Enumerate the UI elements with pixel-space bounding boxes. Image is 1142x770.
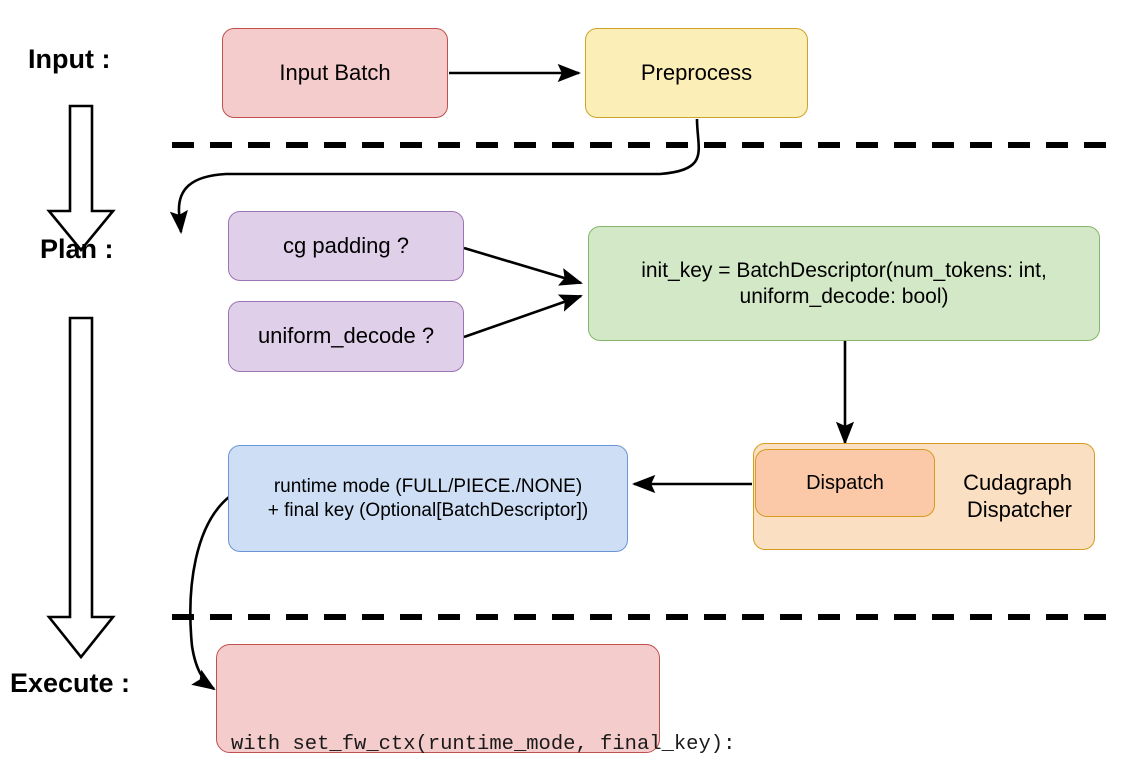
node-uniform-decode-label: uniform_decode ? (257, 323, 435, 349)
node-cudagraph-dispatcher-line2: Dispatcher (966, 496, 1072, 522)
node-cudagraph-dispatcher-line1: Cudagraph (963, 469, 1072, 495)
node-input-batch[interactable]: Input Batch (222, 28, 448, 118)
node-cg-padding[interactable]: cg padding ? (228, 211, 464, 281)
node-preprocess[interactable]: Preprocess (585, 28, 808, 118)
node-uniform-decode[interactable]: uniform_decode ? (228, 301, 464, 372)
node-init-key-line2: uniform_decode: bool) (739, 284, 949, 308)
node-code-block[interactable]: with set_fw_ctx(runtime_mode, final_key)… (216, 644, 735, 756)
node-preprocess-label: Preprocess (640, 59, 753, 85)
node-runtime-mode-line2: + final key (Optional[BatchDescriptor]) (267, 499, 589, 521)
connector-cg-padding-to-init-key (463, 246, 583, 286)
connector-uniform-decode-to-init-key (463, 294, 583, 339)
node-init-key-line1: init_key = BatchDescriptor(num_tokens: i… (641, 258, 1047, 282)
node-input-batch-label: Input Batch (279, 59, 391, 85)
node-cg-padding-label: cg padding ? (283, 232, 409, 258)
node-dispatch-label: Dispatch (806, 471, 884, 494)
node-runtime-mode[interactable]: runtime mode (FULL/PIECE./NONE) + final … (228, 445, 628, 552)
plan-to-execute-block-arrow (46, 316, 116, 660)
input-to-plan-block-arrow (46, 104, 116, 253)
stage-label-plan: Plan : (40, 234, 114, 264)
node-init-key[interactable]: init_key = BatchDescriptor(num_tokens: i… (588, 226, 1100, 341)
code-line-1: with set_fw_ctx(runtime_mode, final_key)… (231, 733, 736, 757)
node-runtime-mode-line1: runtime mode (FULL/PIECE./NONE) (273, 476, 583, 498)
node-dispatch[interactable]: Dispatch (755, 449, 935, 517)
stage-label-execute: Execute : (10, 668, 131, 698)
stage-label-input: Input : (28, 44, 111, 74)
